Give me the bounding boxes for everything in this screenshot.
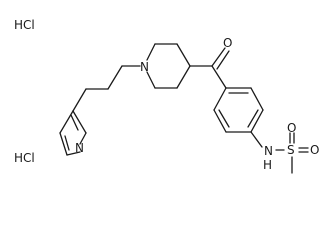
structure-diagram: HCl HCl [14,18,319,174]
carbonyl-oxygen-label: O [223,36,232,50]
pyridine-nitrogen-label: N [75,141,84,155]
hcl-label-top: HCl [14,18,35,32]
sulfonyl-oxygen-top-label: O [287,121,296,135]
bond-lines [59,43,309,174]
amide-nitrogen-label: N [264,144,273,158]
amide-hydrogen-label: H [263,158,272,172]
sulfur-label: S [287,143,295,157]
molecule-drawing: HCl HCl [14,18,319,174]
piperidine-nitrogen-label: N [140,60,149,74]
sulfonyl-oxygen-right-label: O [310,143,319,157]
hcl-label-bottom: HCl [14,151,35,165]
